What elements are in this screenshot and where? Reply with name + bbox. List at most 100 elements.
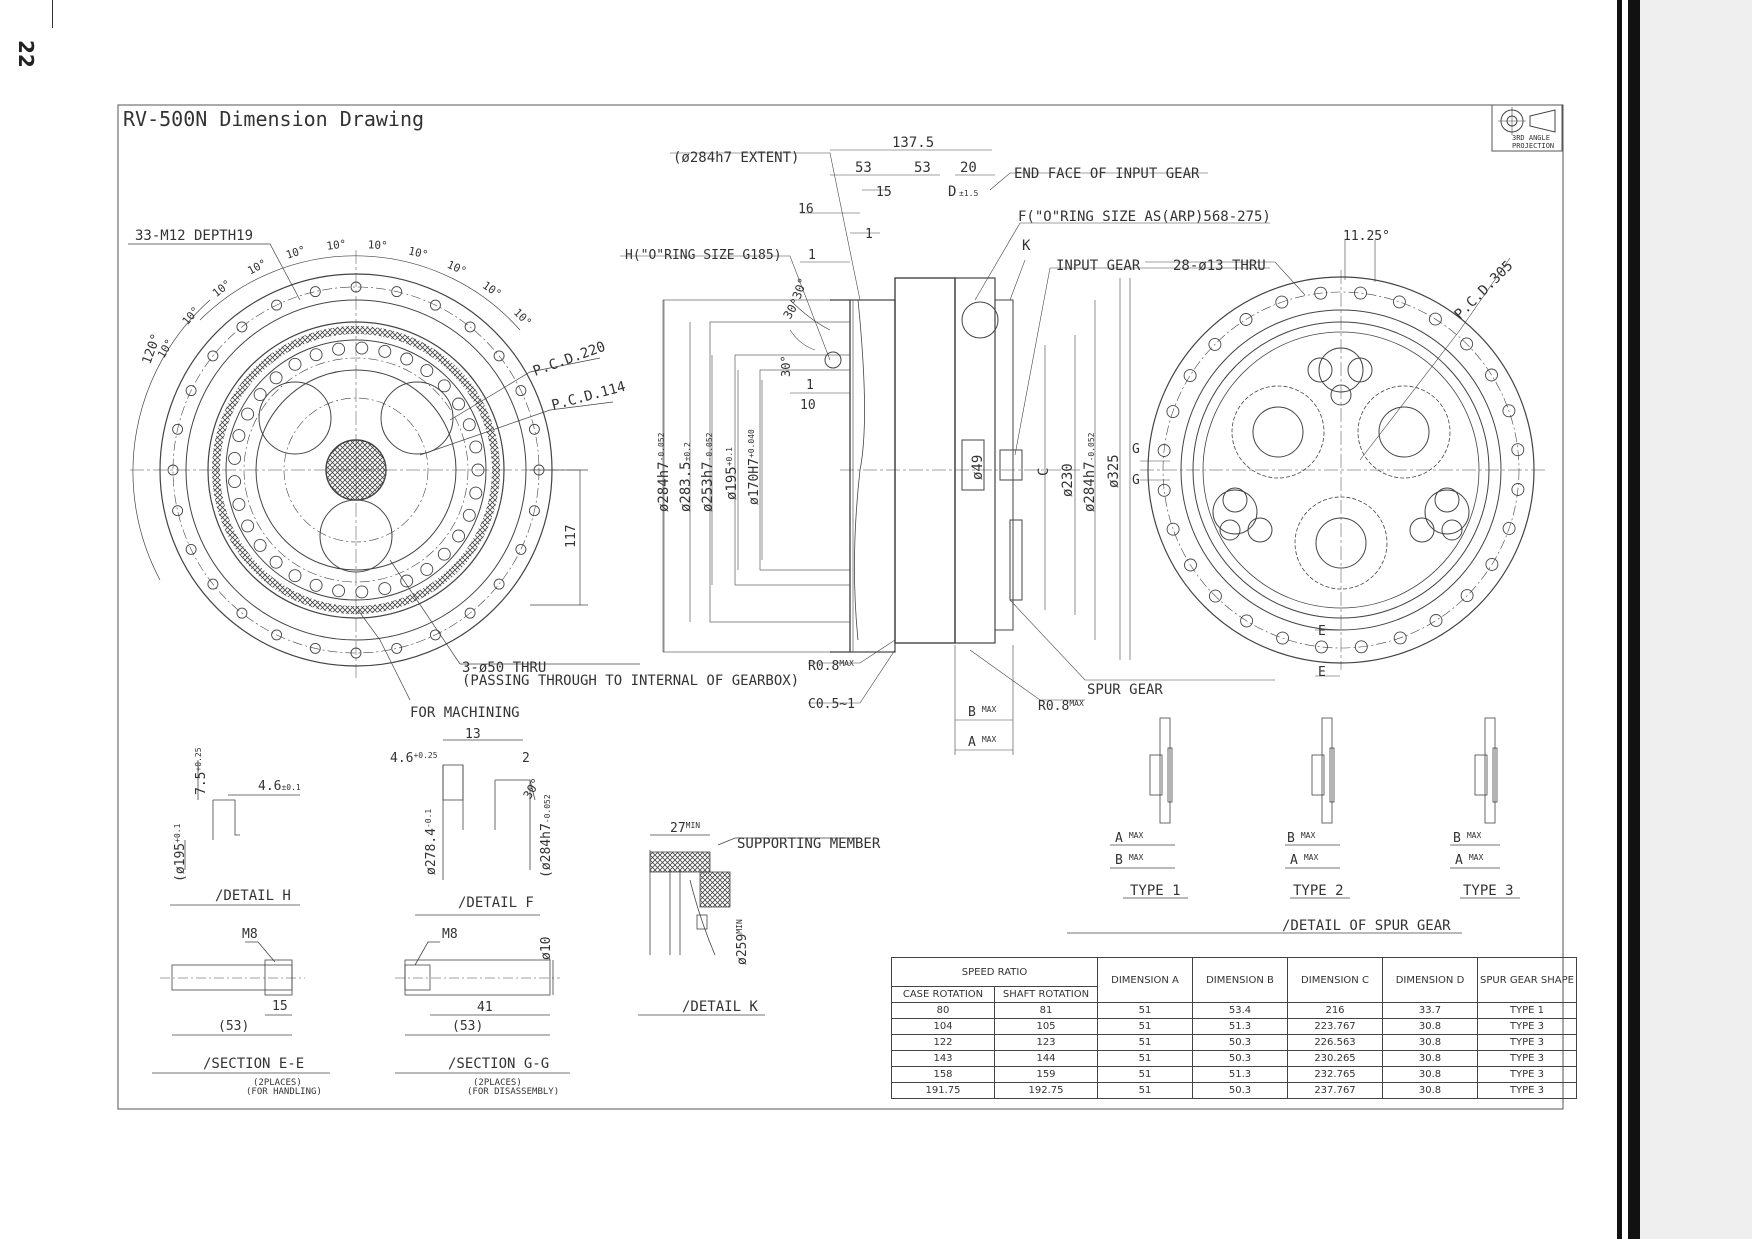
dim-20: 20 — [960, 160, 977, 176]
bolt-hole — [288, 357, 302, 371]
bolt-hole — [309, 348, 323, 362]
spur-gear-label: SPUR GEAR — [1087, 682, 1163, 698]
thru-hole — [1315, 640, 1328, 654]
dim-53-b: 53 — [914, 160, 931, 176]
type3-label: TYPE 3 — [1463, 883, 1514, 899]
oring-f-label: F("O"RING SIZE AS(ARP)568-275) — [1018, 209, 1271, 225]
table-cell: 105 — [994, 1018, 1098, 1035]
bolt-hole — [269, 371, 283, 385]
dim-1-b: 1 — [808, 248, 816, 263]
e-label-bottom: E — [1318, 665, 1326, 680]
table-cell: 237.767 — [1287, 1082, 1383, 1099]
thru-note-2: (PASSING THROUGH TO INTERNAL OF GEARBOX) — [462, 673, 799, 689]
thru-hole — [1393, 631, 1407, 645]
bolt-hole — [378, 344, 392, 358]
mounting-hole — [391, 286, 403, 298]
table-cell: 30.8 — [1382, 1082, 1478, 1099]
table-cell: 51 — [1097, 1050, 1193, 1067]
thru-hole — [1166, 405, 1180, 419]
thru-hole — [1502, 521, 1516, 535]
bolt-hole — [462, 418, 476, 432]
rear-angle-label: 11.25° — [1343, 229, 1390, 244]
shaft-rotation-header: SHAFT ROTATION — [994, 986, 1098, 1003]
bolt-hole — [253, 388, 267, 402]
thru-hole — [1208, 589, 1222, 603]
extent-label: (ø284h7 EXTENT) — [673, 150, 799, 166]
dia-253: ø253h7-0.052 — [700, 432, 716, 512]
thru-hole — [1166, 522, 1180, 536]
bolt-hole — [437, 547, 451, 561]
mounting-hole — [309, 286, 321, 298]
r08-right: R0.8MAX — [1038, 699, 1084, 714]
section-view — [662, 277, 1131, 660]
table-cell: 216 — [1287, 1002, 1383, 1019]
dia-325: ø325 — [1106, 454, 1122, 488]
bolt-hole — [269, 555, 283, 569]
page-edge-bar — [1628, 0, 1640, 1239]
speed-ratio-header: SPEED RATIO — [891, 957, 1098, 987]
mounting-hole — [493, 350, 505, 362]
mounting-hole — [493, 578, 505, 590]
section-gg-m8: M8 — [442, 927, 458, 942]
bolt-hole — [228, 475, 242, 489]
adjacent-page — [1640, 0, 1752, 1239]
drawing-frame — [117, 104, 1564, 1110]
table-cell: 144 — [994, 1050, 1098, 1067]
mounting-hole — [207, 350, 219, 362]
spur-gear-shape-header: SPUR GEAR SHAPE — [1477, 957, 1577, 1003]
thru-hole — [1429, 614, 1443, 627]
dim-d: D — [948, 184, 956, 200]
section-gg-53: (53) — [452, 1019, 483, 1034]
detail-h-7-5: 7.5+0.25 — [194, 747, 209, 795]
table-cell: 223.767 — [1287, 1018, 1383, 1035]
angle-10-label: 10° — [245, 257, 269, 278]
detail-k-259: ø259MIN — [735, 919, 750, 965]
g-label-bottom: G — [1132, 473, 1140, 488]
machining-note: FOR MACHINING — [410, 705, 520, 721]
detail-f-30: 30° — [520, 776, 543, 802]
mounting-hole — [515, 543, 527, 555]
table-cell: 232.765 — [1287, 1066, 1383, 1083]
dim-10: 10 — [800, 398, 816, 413]
bolt-hole — [420, 562, 434, 576]
thru-hole — [1354, 640, 1368, 654]
dim-16: 16 — [798, 202, 814, 217]
bolt-hole — [437, 379, 451, 393]
section-ee-m8: M8 — [242, 927, 258, 942]
mounting-hole — [172, 423, 184, 435]
spur-gear-detail-title: /DETAIL OF SPUR GEAR — [1282, 918, 1451, 934]
thru-hole — [1208, 337, 1222, 351]
table-cell: 53.4 — [1192, 1002, 1288, 1019]
angle-10-label: 10° — [367, 238, 388, 252]
section-ee-15: 15 — [272, 999, 288, 1014]
detail-f-278: ø278.4-0.1 — [424, 809, 439, 875]
bolt-hole — [232, 497, 246, 511]
section-gg-title: /SECTION G-G — [448, 1056, 549, 1072]
mounting-hole — [236, 321, 248, 333]
e-label-top: E — [1318, 624, 1326, 639]
dimension-a-header: DIMENSION A — [1097, 957, 1193, 1003]
mounting-hole — [464, 607, 476, 619]
pcd-outer-label: P.C.D.220 — [531, 339, 608, 380]
mounting-hole — [350, 281, 362, 293]
thru-hole — [1460, 337, 1474, 351]
bolt-hole — [309, 578, 323, 592]
table-cell: 50.3 — [1192, 1082, 1288, 1099]
table-cell: TYPE 3 — [1477, 1082, 1577, 1099]
dia-284-left: ø284h7-0.052 — [656, 432, 672, 512]
bolt-hole — [420, 364, 434, 378]
thru-hole — [1511, 483, 1525, 496]
mounting-hole — [185, 543, 197, 555]
dim-1-c: 1 — [806, 378, 814, 393]
detail-f-2: 2 — [522, 751, 530, 766]
rear-view — [1140, 270, 1545, 670]
table-cell: 33.7 — [1382, 1002, 1478, 1019]
